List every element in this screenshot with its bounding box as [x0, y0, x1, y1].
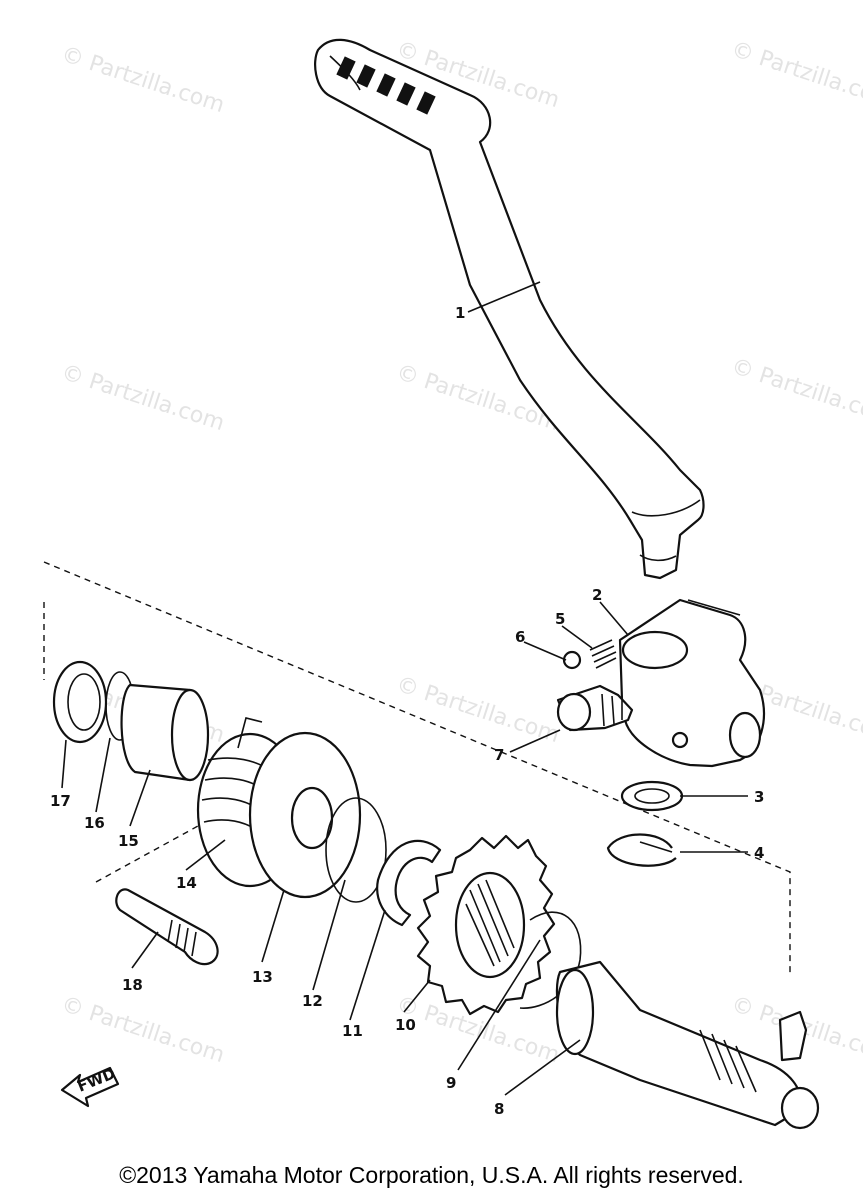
callout-16: 16 — [84, 814, 105, 832]
watermark-10: © Partzilla.com — [58, 992, 227, 1068]
watermark-6: © Partzilla.com — [728, 354, 863, 430]
stopper-pin — [115, 888, 219, 966]
small-spring — [589, 639, 617, 669]
callout-6: 6 — [515, 628, 525, 646]
leader-lines — [61, 281, 748, 1096]
assembly-boundary — [43, 561, 791, 976]
bolt — [556, 684, 634, 732]
callout-12: 12 — [302, 992, 323, 1010]
callout-4: 4 — [754, 844, 764, 862]
oil-seal — [52, 660, 108, 744]
watermark-8: © Partzilla.com — [393, 672, 562, 748]
callout-13: 13 — [252, 968, 273, 986]
callout-2: 2 — [592, 586, 602, 604]
watermark-4: © Partzilla.com — [58, 360, 227, 436]
spring-clip — [325, 797, 387, 903]
watermark-1: © Partzilla.com — [58, 42, 227, 118]
forward-arrow: FWD — [60, 1064, 120, 1108]
callout-10: 10 — [395, 1016, 416, 1034]
plate-washer — [248, 731, 362, 899]
callout-1: 1 — [455, 304, 465, 322]
callout-15: 15 — [118, 832, 139, 850]
copyright-notice: ©2013 Yamaha Motor Corporation, U.S.A. A… — [119, 1162, 744, 1188]
callout-5: 5 — [555, 610, 565, 628]
callout-18: 18 — [122, 976, 143, 994]
steel-ball — [562, 650, 582, 670]
callout-3: 3 — [754, 788, 764, 806]
callout-17: 17 — [50, 792, 71, 810]
kick-boss — [618, 598, 765, 768]
callout-11: 11 — [342, 1022, 363, 1040]
kick-gear — [416, 834, 556, 1016]
collar — [120, 683, 210, 782]
kick-crank-lever — [314, 38, 705, 580]
callout-14: 14 — [176, 874, 197, 892]
washer — [620, 780, 684, 812]
callout-9: 9 — [446, 1074, 456, 1092]
kick-spring-clip — [519, 911, 582, 1009]
circlip — [606, 833, 677, 867]
watermark-3: © Partzilla.com — [728, 37, 863, 113]
callout-7: 7 — [494, 746, 504, 764]
callouts: 1 2 3 4 5 6 7 8 9 10 11 12 13 14 15 16 1… — [50, 304, 764, 1118]
kick-axle — [555, 960, 820, 1130]
kick-clip — [376, 839, 442, 927]
callout-8: 8 — [494, 1100, 504, 1118]
